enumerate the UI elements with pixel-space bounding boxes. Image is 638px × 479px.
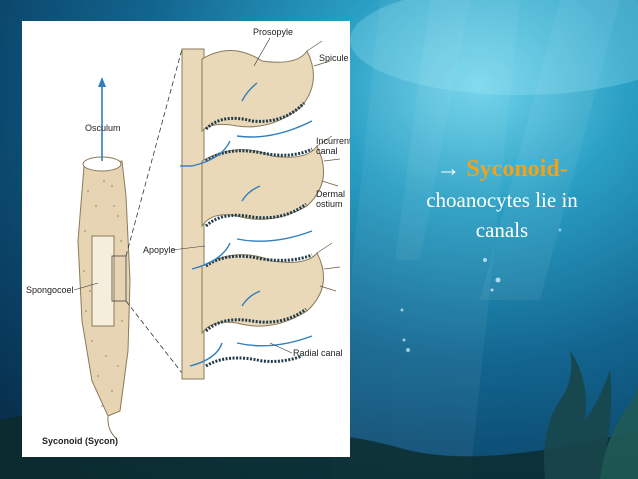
label-apopyle: Apopyle [143,245,176,255]
slide-text: → Syconoid- choanocytes lie in canals [382,153,622,245]
label-osculum: Osculum [85,123,121,133]
diagram-panel: Prosopyle Spicule Osculum Incurrent cana… [22,21,350,457]
label-dermal-ostium-2: ostium [316,199,343,209]
magnified-canal-section [182,41,340,379]
body-line-1: choanocytes lie in [382,185,622,215]
sponge-body [78,157,130,439]
label-incurrent-canal-2: canal [316,146,338,156]
arrow-icon: → [436,156,460,182]
label-spongocoel: Spongocoel [26,285,74,295]
heading-line: → Syconoid- [382,153,622,185]
keyword-dash: - [560,156,568,182]
keyword-syconoid: Syconoid [466,156,559,182]
syconoid-diagram: Prosopyle Spicule Osculum Incurrent cana… [22,21,350,457]
figure-caption: Syconoid (Sycon) [42,436,118,446]
label-dermal-ostium-1: Dermal [316,189,345,199]
label-radial-canal: Radial canal [293,348,343,358]
label-incurrent-canal-1: Incurrent [316,136,350,146]
label-spicule: Spicule [319,53,349,63]
body-line-2: canals [382,215,622,245]
label-prosopyle: Prosopyle [253,27,293,37]
